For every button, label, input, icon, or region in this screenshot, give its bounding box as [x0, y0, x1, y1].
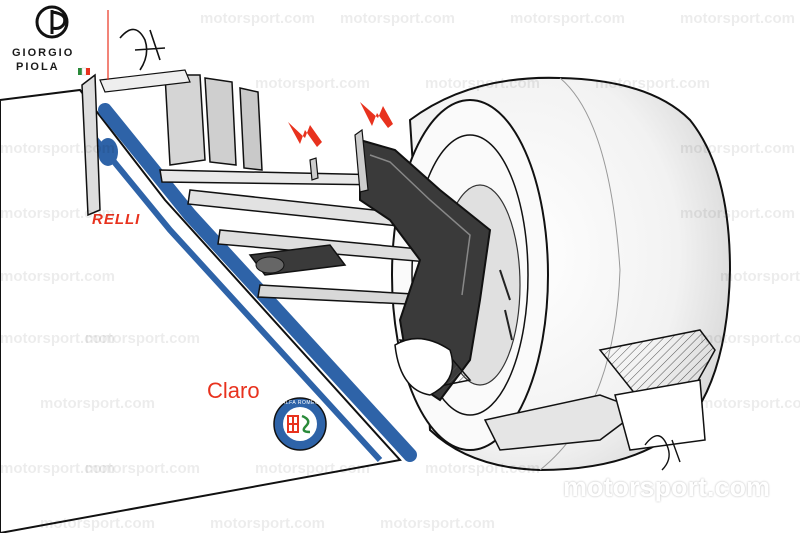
upright-brake-duct [309, 128, 492, 402]
red-arrow-right [360, 102, 393, 128]
alfa-badge-text: ALFA ROMEO [282, 400, 320, 406]
alfa-romeo-badge [273, 397, 327, 451]
artist-signature [119, 28, 681, 471]
artist-name-first: GIORGIO [12, 47, 75, 59]
pirelli-sponsor-text: RELLI [92, 211, 141, 228]
artist-name-last: PIOLA [16, 61, 60, 73]
piola-logo-icon [35, 5, 109, 80]
bargeboard [483, 329, 716, 451]
suspension-arms [159, 169, 431, 306]
red-arrow-left [288, 122, 322, 147]
claro-sponsor-text: Claro [207, 378, 260, 403]
front-wing-elements [81, 69, 263, 217]
annotation-arrows [288, 102, 393, 147]
motorsport-logo-watermark: motorsport.com [563, 472, 771, 502]
